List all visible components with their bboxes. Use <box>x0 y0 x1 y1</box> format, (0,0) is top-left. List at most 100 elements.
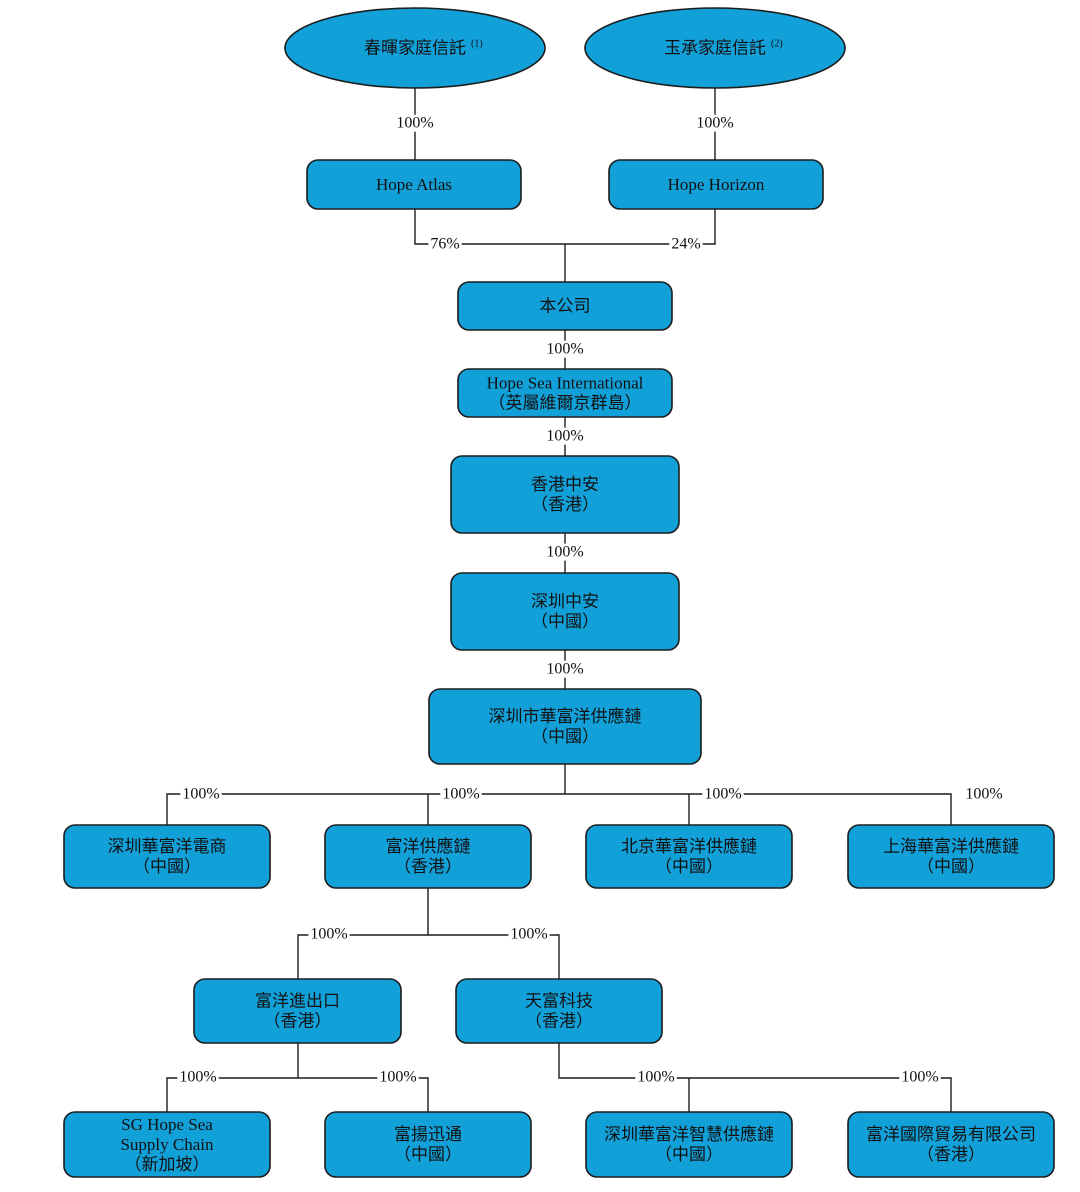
node-label: （中國） <box>394 1145 462 1164</box>
percentage-label: 24% <box>671 236 700 253</box>
node-trust1: 春暉家庭信託 (1) <box>284 7 546 89</box>
connector-tfkj-bus <box>558 1043 952 1112</box>
node-label: （香港） <box>394 857 462 876</box>
percentage-label: 100% <box>182 786 219 803</box>
percentage-label: 100% <box>637 1069 674 1086</box>
node-company: 本公司 <box>457 281 673 331</box>
entity-box <box>324 1111 532 1178</box>
percentage-label-bg <box>180 785 222 803</box>
node-label: （新加坡） <box>125 1155 210 1174</box>
node-label: 深圳中安 <box>531 592 599 611</box>
node-label: 上海華富洋供應鏈 <box>883 836 1019 856</box>
entity-box <box>428 688 702 765</box>
percentage-label: 100% <box>510 926 547 943</box>
node-szhfy: 深圳市華富洋供應鏈（中國） <box>428 688 702 765</box>
node-label: Hope Sea International <box>487 374 644 393</box>
node-tfkj: 天富科技（香港） <box>455 978 663 1044</box>
node-label: （香港） <box>531 495 599 514</box>
entity-box <box>455 978 663 1044</box>
node-label: 北京華富洋供應鏈 <box>621 836 757 856</box>
node-label: 玉承家庭信託 <box>664 39 766 58</box>
entity-box <box>457 281 673 331</box>
trust-ellipse <box>284 7 546 89</box>
percentage-label-bg <box>544 660 586 678</box>
entity-box <box>847 824 1055 889</box>
entity-box <box>450 572 680 651</box>
percentage-label-bg <box>899 1068 941 1086</box>
entity-box <box>847 1111 1055 1178</box>
percentage-label-bg <box>440 785 482 803</box>
node-fygj: 富洋國際貿易有限公司（香港） <box>847 1111 1055 1178</box>
percentage-label-bg <box>544 427 586 445</box>
percentage-label: 76% <box>430 236 459 253</box>
node-label: SG Hope Sea <box>121 1115 213 1134</box>
entity-box <box>306 159 522 210</box>
percentage-label-bg <box>963 785 1005 803</box>
percentage-label: 100% <box>179 1069 216 1086</box>
percentage-label-bg <box>544 340 586 358</box>
node-label: 深圳華富洋智慧供應鏈 <box>604 1124 774 1144</box>
node-label: 富洋供應鏈 <box>386 836 471 856</box>
node-label: （英屬維爾京群島） <box>489 394 642 413</box>
node-label: （香港） <box>525 1012 593 1031</box>
percentage-label: 100% <box>442 786 479 803</box>
node-atlas: Hope Atlas <box>306 159 522 210</box>
percentage-label-bg <box>702 785 744 803</box>
entity-box <box>193 978 402 1044</box>
percentage-label: 100% <box>546 544 583 561</box>
node-sh: 上海華富洋供應鏈（中國） <box>847 824 1055 889</box>
percentage-label-bg <box>377 1068 419 1086</box>
node-label: 富洋國際貿易有限公司 <box>866 1125 1036 1144</box>
node-label: 香港中安 <box>531 475 599 494</box>
percentage-label: 100% <box>310 926 347 943</box>
percentage-label-bg <box>177 1068 219 1086</box>
percentage-label: 100% <box>546 341 583 358</box>
node-label: 深圳華富洋電商 <box>108 837 227 856</box>
node-label: 深圳市華富洋供應鏈 <box>489 706 642 726</box>
entity-box <box>63 824 271 889</box>
connector-szhfy-bus <box>166 793 952 825</box>
entity-box <box>585 1111 793 1178</box>
percentage-label: 100% <box>965 786 1002 803</box>
entity-box <box>324 824 532 889</box>
connector-fyscm-bus <box>297 934 560 979</box>
node-fyxt: 富揚迅通（中國） <box>324 1111 532 1178</box>
percentage-label-bg <box>635 1068 677 1086</box>
node-hsi: Hope Sea International（英屬維爾京群島） <box>457 368 673 418</box>
percentage-label-bg <box>308 925 350 943</box>
entity-box <box>450 455 680 534</box>
percentage-label-bg <box>508 925 550 943</box>
node-label: Hope Horizon <box>668 175 765 194</box>
percentage-label-bg <box>544 543 586 561</box>
node-label: 天富科技 <box>525 992 593 1011</box>
percentage-label-bg <box>428 235 462 253</box>
footnote-marker: (1) <box>471 39 483 50</box>
node-fyscm: 富洋供應鏈（香港） <box>324 824 532 889</box>
node-horizon: Hope Horizon <box>608 159 824 210</box>
node-fyie: 富洋進出口（香港） <box>193 978 402 1044</box>
percentage-label-bg <box>669 235 703 253</box>
percentage-label: 100% <box>696 115 733 132</box>
percentage-label: 100% <box>546 428 583 445</box>
connector-lines <box>166 88 952 1112</box>
entity-box <box>63 1111 271 1178</box>
node-label: 春暉家庭信託 <box>364 39 466 58</box>
entity-box <box>608 159 824 210</box>
node-label: （香港） <box>264 1012 332 1031</box>
node-label: （中國） <box>133 857 201 876</box>
node-label: （香港） <box>917 1145 985 1164</box>
entity-box <box>457 368 673 418</box>
percentage-label: 100% <box>379 1069 416 1086</box>
percentage-label-bg <box>394 114 436 132</box>
percentage-label: 100% <box>396 115 433 132</box>
node-szza: 深圳中安（中國） <box>450 572 680 651</box>
node-label: 富揚迅通 <box>394 1125 462 1144</box>
node-label: Hope Atlas <box>376 175 452 194</box>
node-label: 富洋進出口 <box>255 992 340 1011</box>
trust-ellipse <box>584 7 846 89</box>
connector-fyie-bus <box>166 1077 429 1112</box>
node-label: （中國） <box>655 857 723 876</box>
